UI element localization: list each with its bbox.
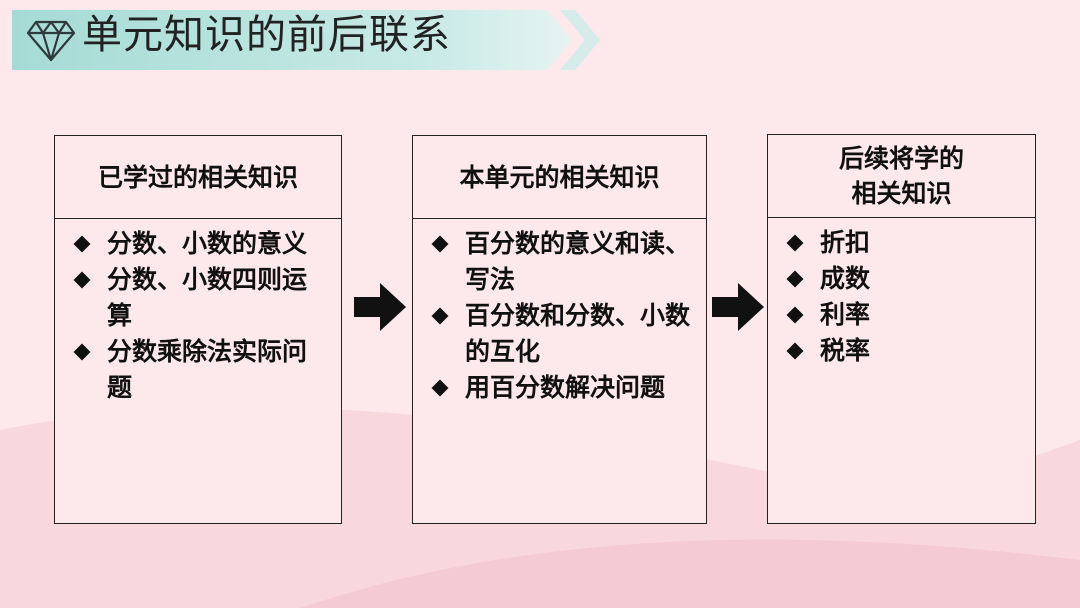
diamond-bullet-icon bbox=[784, 299, 806, 331]
list-item-text: 利率 bbox=[820, 300, 871, 329]
box-title-line: 本单元的相关知识 bbox=[459, 162, 660, 192]
diamond-bullet-icon bbox=[71, 336, 93, 368]
box-item-list: 分数、小数的意义 分数、小数四则运算 分数乘除法实际问题 bbox=[67, 226, 329, 406]
diamond-bullet-icon bbox=[784, 227, 806, 259]
diamond-bullet-icon bbox=[784, 263, 806, 295]
box-title: 本单元的相关知识 bbox=[413, 136, 706, 219]
list-item: 分数、小数四则运算 bbox=[67, 262, 329, 334]
diamond-bullet-icon bbox=[429, 228, 451, 260]
list-item-text: 分数乘除法实际问题 bbox=[107, 337, 308, 402]
box-title-line: 后续将学的 bbox=[838, 144, 964, 173]
page-title: 单元知识的前后联系 bbox=[82, 12, 451, 58]
right-arrow-icon bbox=[354, 283, 406, 331]
list-item-text: 折扣 bbox=[820, 228, 871, 257]
right-arrow-icon bbox=[712, 283, 764, 331]
box-title-line: 已学过的相关知识 bbox=[97, 162, 298, 192]
diamond-bullet-icon bbox=[429, 372, 451, 404]
box-title: 后续将学的 相关知识 bbox=[768, 135, 1035, 218]
list-item-text: 分数、小数四则运算 bbox=[107, 265, 308, 330]
list-item: 利率 bbox=[780, 297, 1023, 333]
knowledge-box-current: 本单元的相关知识 百分数的意义和读、写法 百分数和分数、小数的互化 用百分数解决… bbox=[412, 135, 707, 524]
list-item: 分数、小数的意义 bbox=[67, 226, 329, 262]
knowledge-box-prior: 已学过的相关知识 分数、小数的意义 分数、小数四则运算 分数乘除法实际问题 bbox=[54, 135, 342, 524]
list-item: 百分数和分数、小数的互化 bbox=[425, 298, 694, 370]
box-item-list: 百分数的意义和读、写法 百分数和分数、小数的互化 用百分数解决问题 bbox=[425, 226, 694, 406]
list-item-text: 成数 bbox=[820, 264, 871, 293]
diamond-icon bbox=[26, 20, 76, 62]
box-title-line: 相关知识 bbox=[851, 179, 952, 208]
list-item-text: 百分数和分数、小数的互化 bbox=[465, 301, 691, 366]
list-item: 成数 bbox=[780, 261, 1023, 297]
header-band bbox=[12, 10, 600, 70]
list-item-text: 分数、小数的意义 bbox=[107, 229, 308, 258]
diamond-bullet-icon bbox=[71, 228, 93, 260]
list-item: 用百分数解决问题 bbox=[425, 370, 694, 406]
list-item-text: 百分数的意义和读、写法 bbox=[465, 229, 691, 294]
list-item: 折扣 bbox=[780, 225, 1023, 261]
knowledge-box-future: 后续将学的 相关知识 折扣 成数 利率 税率 bbox=[767, 134, 1036, 524]
diamond-bullet-icon bbox=[71, 264, 93, 296]
list-item: 百分数的意义和读、写法 bbox=[425, 226, 694, 298]
box-title: 已学过的相关知识 bbox=[55, 136, 341, 219]
diamond-bullet-icon bbox=[429, 300, 451, 332]
box-item-list: 折扣 成数 利率 税率 bbox=[780, 225, 1023, 369]
diamond-bullet-icon bbox=[784, 335, 806, 367]
list-item-text: 用百分数解决问题 bbox=[465, 373, 666, 402]
list-item: 税率 bbox=[780, 333, 1023, 369]
list-item-text: 税率 bbox=[820, 336, 871, 365]
list-item: 分数乘除法实际问题 bbox=[67, 334, 329, 406]
